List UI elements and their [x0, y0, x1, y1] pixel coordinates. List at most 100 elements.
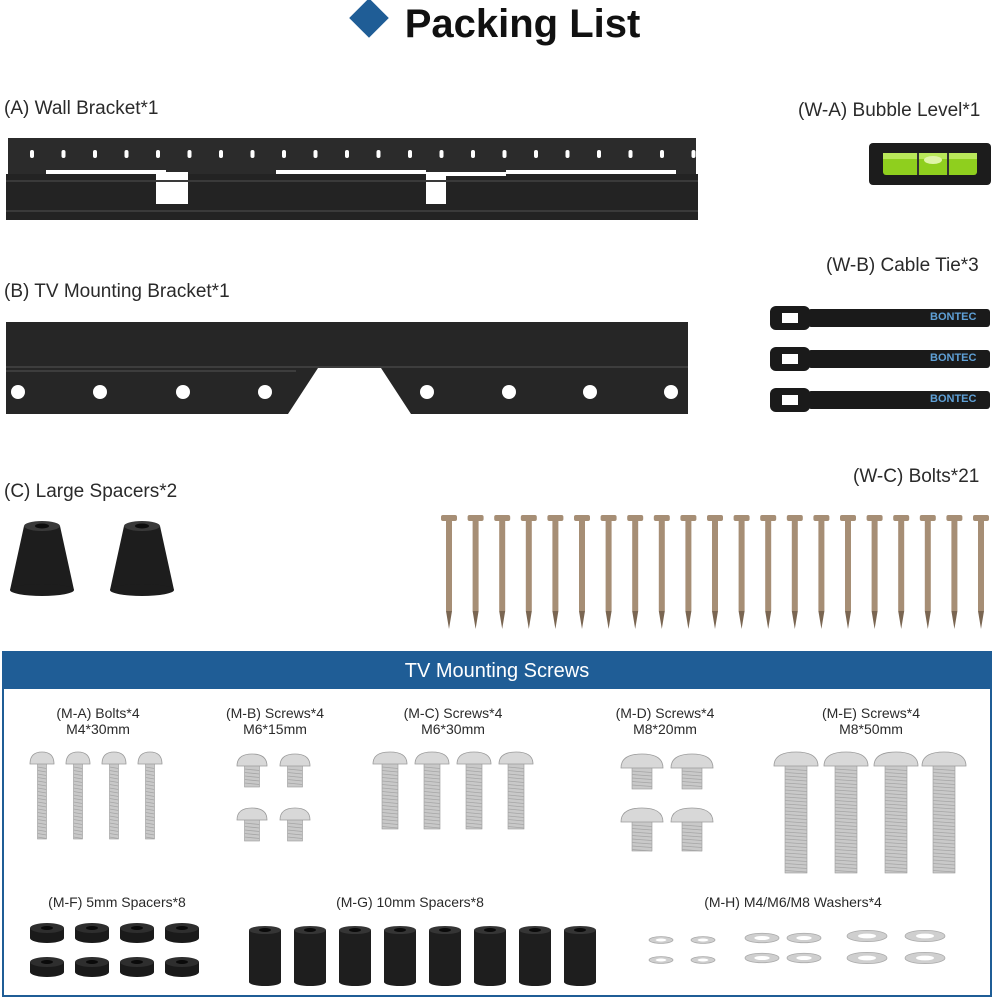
m-d-size: M8*20mm — [633, 721, 697, 737]
m-h-washer-12 — [904, 952, 946, 965]
cable-tie-brand-2: BONTEC — [930, 352, 977, 364]
bubble-level-label: (W-A) Bubble Level*1 — [798, 100, 981, 121]
bolt-4 — [520, 515, 537, 629]
screws-image — [29, 751, 967, 874]
bolt-15 — [813, 515, 830, 629]
bolt-19 — [919, 515, 936, 629]
m-e-label: (M-E) Screws*4 M8*50mm — [816, 705, 926, 737]
m-a-bolt-1 — [29, 751, 55, 840]
bolt-8 — [627, 515, 644, 629]
bolt-5 — [547, 515, 564, 629]
bolt-7 — [600, 515, 617, 629]
m-c-size: M6*30mm — [421, 721, 485, 737]
bolt-21 — [973, 515, 989, 629]
m-h-washer-6 — [786, 932, 822, 944]
m-f-spacer-2 — [75, 923, 109, 943]
m-e-screw-4 — [921, 751, 967, 874]
cable-tie-1 — [770, 306, 990, 330]
cable-tie-2 — [770, 347, 990, 371]
m-f-spacer-5 — [30, 957, 64, 977]
bolt-13 — [760, 515, 777, 629]
wall-bracket-image — [6, 138, 698, 220]
m-h-washer-7 — [744, 952, 780, 964]
bolt-11 — [707, 515, 723, 629]
m-b-screw-1 — [236, 753, 268, 788]
bolt-18 — [893, 515, 910, 629]
m-g-spacer-6 — [474, 926, 506, 986]
m-f-spacer-4 — [165, 923, 199, 943]
m-b-screw-4 — [279, 807, 311, 842]
m-a-size: M4*30mm — [66, 721, 130, 737]
bolt-1 — [441, 515, 457, 629]
large-spacer-2 — [110, 521, 174, 596]
m-a-bolt-4 — [137, 751, 163, 840]
m-h-washer-8 — [786, 952, 822, 964]
m-b-size: M6*15mm — [243, 721, 307, 737]
m-g-spacer-3 — [339, 926, 371, 986]
m-d-screw-1 — [620, 753, 664, 790]
m-d-label: (M-D) Screws*4 M8*20mm — [610, 705, 720, 737]
m-e-name: (M-E) Screws*4 — [821, 705, 920, 721]
cable-tie-3 — [770, 388, 990, 412]
page-title-text: Packing List — [404, 2, 641, 46]
diamond-icon — [348, 0, 389, 38]
m-h-label: (M-H) M4/M6/M8 Washers*4 — [704, 894, 882, 910]
page-title: Packing List — [0, 0, 995, 47]
bolts-image — [441, 515, 989, 629]
large-spacers-label: (C) Large Spacers*2 — [4, 481, 178, 502]
bolt-20 — [946, 515, 963, 629]
m-a-name: (M-A) Bolts*4 — [56, 705, 140, 721]
m-h-washer-1 — [648, 936, 674, 944]
m-e-screw-1 — [773, 751, 819, 874]
m-c-label: (M-C) Screws*4 M6*30mm — [398, 705, 508, 737]
m-g-spacer-2 — [294, 926, 326, 986]
m-h-washer-11 — [846, 952, 888, 965]
m-f-spacer-6 — [75, 957, 109, 977]
m-d-name: (M-D) Screws*4 — [615, 705, 715, 721]
tv-bracket-label: (B) TV Mounting Bracket*1 — [4, 281, 230, 302]
bolt-3 — [494, 515, 511, 629]
screws-panel-title: TV Mounting Screws — [4, 653, 990, 689]
m-a-label: (M-A) Bolts*4 M4*30mm — [48, 705, 148, 737]
m-h-washer-9 — [846, 929, 888, 942]
cable-tie-brand-1: BONTEC — [930, 311, 977, 323]
m-d-screw-3 — [620, 807, 664, 852]
m-b-screw-2 — [279, 753, 311, 788]
m-g-spacer-1 — [249, 926, 281, 986]
m-f-spacer-1 — [30, 923, 64, 943]
m-d-screw-4 — [670, 807, 714, 852]
m-b-name: (M-B) Screws*4 — [225, 705, 324, 721]
cable-tie-brand-3: BONTEC — [930, 393, 977, 405]
bubble-level-image — [869, 143, 991, 185]
large-spacer-1 — [10, 521, 74, 596]
bolt-14 — [786, 515, 803, 629]
cable-tie-label: (W-B) Cable Tie*3 — [826, 255, 979, 276]
bolts-label: (W-C) Bolts*21 — [853, 466, 980, 487]
m-g-spacer-4 — [384, 926, 416, 986]
m-b-label: (M-B) Screws*4 M6*15mm — [220, 705, 330, 737]
m-d-screw-2 — [670, 753, 714, 790]
bolt-9 — [653, 515, 670, 629]
m-c-name: (M-C) Screws*4 — [403, 705, 503, 721]
m-f-spacer-3 — [120, 923, 154, 943]
screws-panel — [2, 651, 992, 997]
m-a-bolt-2 — [65, 751, 91, 840]
m-h-washer-5 — [744, 932, 780, 944]
spacers-image — [30, 923, 946, 986]
m-f-spacer-7 — [120, 957, 154, 977]
m-f-label: (M-F) 5mm Spacers*8 — [48, 894, 186, 910]
m-g-spacer-8 — [564, 926, 596, 986]
bolt-12 — [733, 515, 750, 629]
m-b-screw-3 — [236, 807, 268, 842]
m-a-bolt-3 — [101, 751, 127, 840]
bolt-2 — [467, 515, 484, 629]
tv-bracket-image — [6, 322, 688, 414]
m-f-spacer-8 — [165, 957, 199, 977]
m-g-label: (M-G) 10mm Spacers*8 — [336, 894, 484, 910]
m-h-washer-10 — [904, 929, 946, 942]
bolt-16 — [840, 515, 856, 629]
m-h-washer-4 — [690, 956, 716, 964]
cable-ties-image: BONTEC BONTEC BONTEC — [770, 303, 992, 415]
m-c-screw-1 — [372, 751, 408, 830]
bolt-6 — [574, 515, 590, 629]
